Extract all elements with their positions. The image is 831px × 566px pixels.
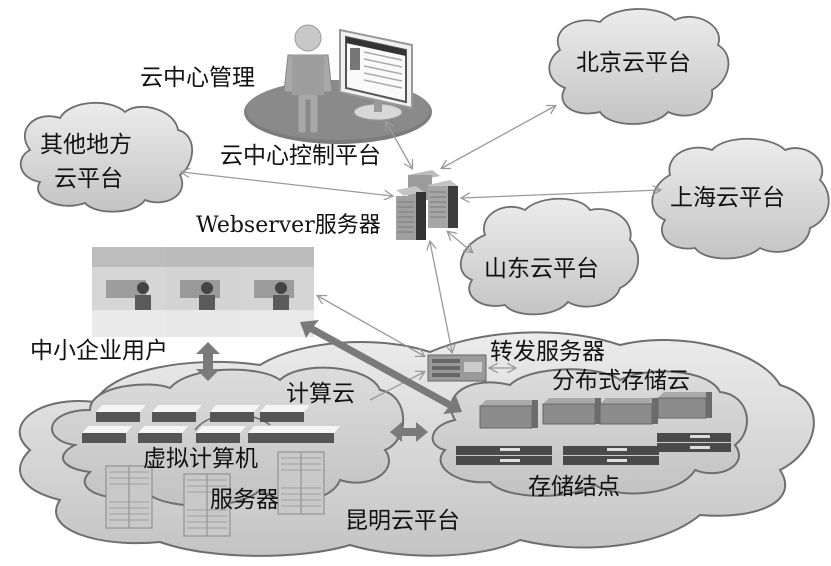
storage-array-icon (542, 398, 601, 425)
blade-server-row (96, 405, 310, 422)
arrow-webserver-shanghai (462, 190, 660, 198)
label-other-regions-line2: 云平台 (54, 166, 123, 192)
storage-node-icon (563, 446, 659, 465)
arrow-webserver-beijing (442, 106, 555, 168)
server-cluster-icon (396, 170, 458, 240)
admin-person-icon (283, 24, 333, 134)
blade-server-icon (196, 426, 246, 443)
rack-server-icon (105, 465, 153, 529)
storage-array-icon (479, 400, 538, 429)
blade-server-icon (82, 426, 132, 443)
block-arrow-users-compute (196, 342, 220, 381)
blade-server-row (82, 426, 340, 443)
block-arrow-photo-storage (300, 320, 462, 414)
label-kunming-platform: 昆明云平台 (345, 508, 460, 534)
label-other-regions-line1: 其他地方 (40, 132, 132, 158)
storage-node-row (456, 433, 731, 465)
blade-server-icon (138, 426, 188, 443)
forwarding-server-icon (427, 354, 487, 382)
arrow-compute-forwarding (369, 372, 424, 401)
beijing-cloud (548, 8, 730, 125)
arrow-photo-forwarding (318, 296, 424, 356)
block-arrow-compute-storage (390, 422, 428, 442)
label-webserver: Webserver服务器 (196, 213, 381, 238)
blade-server-icon (260, 405, 310, 422)
monitor-icon (339, 28, 413, 121)
office-photo-tile (166, 247, 240, 337)
blade-server-icon (248, 426, 298, 443)
label-distributed-storage-cloud: 分布式存储云 (552, 368, 690, 394)
blade-server-icon (152, 405, 202, 422)
storage-array-icon (657, 392, 712, 419)
label-shandong-platform: 山东云平台 (484, 256, 599, 282)
connector-arrows (182, 106, 660, 401)
office-photo-tile (92, 247, 166, 337)
arrow-webserver-forwarding (430, 242, 452, 352)
arrow-webserver-shandong (448, 232, 472, 252)
label-forwarding-server: 转发服务器 (490, 339, 605, 365)
label-cloud-center-management: 云中心管理 (140, 65, 255, 91)
arrow-webserver-other-regions (182, 172, 392, 196)
storage-node-icon (456, 446, 552, 465)
storage-array-icon (599, 398, 658, 425)
label-storage-nodes: 存储结点 (528, 474, 620, 500)
office-photo (92, 247, 314, 337)
label-virtual-computer: 虚拟计算机 (143, 446, 258, 472)
rack-server-icon (277, 451, 325, 515)
storage-node-icon (657, 433, 731, 452)
blade-server-icon (96, 405, 146, 422)
arrow-webserver-management (386, 122, 412, 168)
rack-server-icon (183, 473, 231, 537)
label-sme-users: 中小企业用户 (30, 338, 168, 364)
label-shanghai-platform: 上海云平台 (670, 185, 785, 211)
office-photo-tile (240, 247, 314, 337)
storage-array-row (479, 392, 712, 429)
shanghai-cloud (651, 137, 830, 260)
label-cloud-center-control-platform: 云中心控制平台 (220, 143, 381, 169)
label-beijing-platform: 北京云平台 (576, 50, 691, 76)
label-compute-cloud: 计算云 (286, 381, 355, 407)
blade-server-icon (290, 426, 340, 443)
blade-server-icon (210, 405, 260, 422)
label-servers: 服务器 (210, 487, 279, 513)
